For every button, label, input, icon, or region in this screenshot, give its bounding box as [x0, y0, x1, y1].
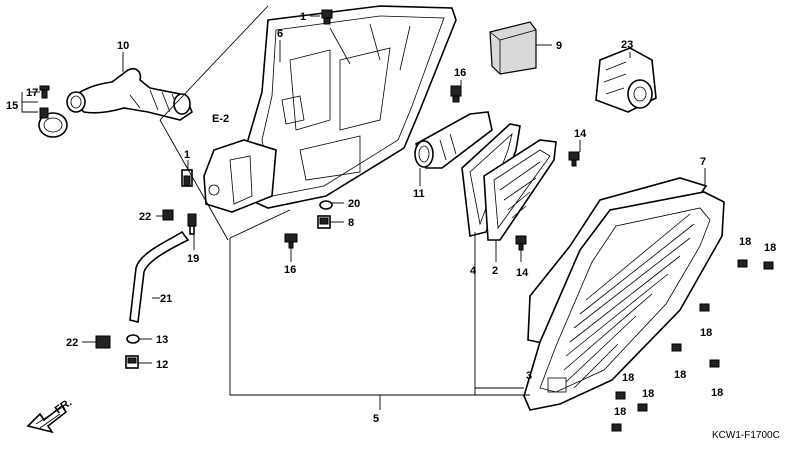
callout-16-right: 16 [454, 67, 466, 79]
callout-17: 17 [26, 87, 38, 99]
part-16-bolt-right [450, 85, 462, 103]
part-20-clip [319, 200, 333, 210]
callout-18-a: 18 [739, 236, 751, 248]
part-2-filter-plate [483, 139, 557, 241]
callout-7: 7 [700, 156, 706, 168]
callout-21: 21 [160, 293, 172, 305]
part-22-drain-plug [95, 335, 111, 349]
front-direction-arrow [26, 404, 68, 434]
part-11-connecting-tube [414, 111, 493, 169]
callout-3: 3 [526, 370, 532, 382]
part-1-bolt-left [181, 169, 193, 187]
part-6-air-cleaner-case [247, 5, 457, 209]
part-8-fitting [317, 215, 331, 229]
callout-8: 8 [348, 217, 354, 229]
callout-23: 23 [621, 39, 633, 51]
diagram-code: KCW1-F1700C [712, 430, 780, 441]
callout-9: 9 [556, 40, 562, 52]
callout-18-h: 18 [614, 406, 626, 418]
part-1-bolt-top [321, 9, 333, 25]
callout-22-lower: 22 [66, 337, 78, 349]
callout-14-upper: 14 [574, 128, 587, 140]
part-19-screw [187, 213, 197, 235]
callout-6: 6 [277, 28, 283, 40]
part-23-filter-element [595, 47, 657, 113]
callout-19: 19 [187, 253, 199, 265]
case-mount-bracket [203, 139, 277, 213]
part-22-bolt-upper [162, 209, 174, 221]
part-3-air-cleaner-cover [523, 191, 725, 411]
callout-13: 13 [156, 334, 168, 346]
callout-18-b: 18 [764, 242, 776, 254]
part-12-plug [125, 355, 139, 369]
part-15-clamp [38, 107, 68, 138]
callout-18-g: 18 [642, 388, 654, 400]
callout-1-left: 1 [184, 149, 190, 161]
part-21-drain-tube [129, 230, 190, 323]
callout-18-c: 18 [700, 327, 712, 339]
callout-20: 20 [348, 198, 360, 210]
callout-18-f: 18 [622, 372, 634, 384]
callout-18-d: 18 [674, 369, 686, 381]
callout-12: 12 [156, 359, 168, 371]
callout-4: 4 [470, 265, 477, 277]
part-13-clip [126, 334, 140, 344]
callout-18-e: 18 [711, 387, 723, 399]
part-14-bolt-upper [568, 151, 580, 167]
part-10-intake-tube [66, 67, 193, 121]
callout-14-lower: 14 [516, 267, 529, 279]
callout-15: 15 [6, 100, 18, 112]
callout-11: 11 [413, 188, 425, 200]
part-9-filter-sponge [489, 21, 537, 75]
callout-16-left: 16 [284, 264, 296, 276]
callout-1-top: 1 [300, 11, 306, 23]
callout-10: 10 [117, 40, 129, 52]
part-14-bolt-lower [515, 235, 527, 251]
leader-lines [21, 5, 706, 410]
part-18-screws [611, 259, 774, 432]
callout-5: 5 [373, 413, 379, 425]
part-16-bolt-left [284, 233, 298, 249]
callout-2: 2 [492, 265, 498, 277]
callout-22-upper: 22 [139, 211, 151, 223]
part-17-screw [39, 85, 50, 99]
ref-e2-label: E-2 [212, 113, 229, 125]
